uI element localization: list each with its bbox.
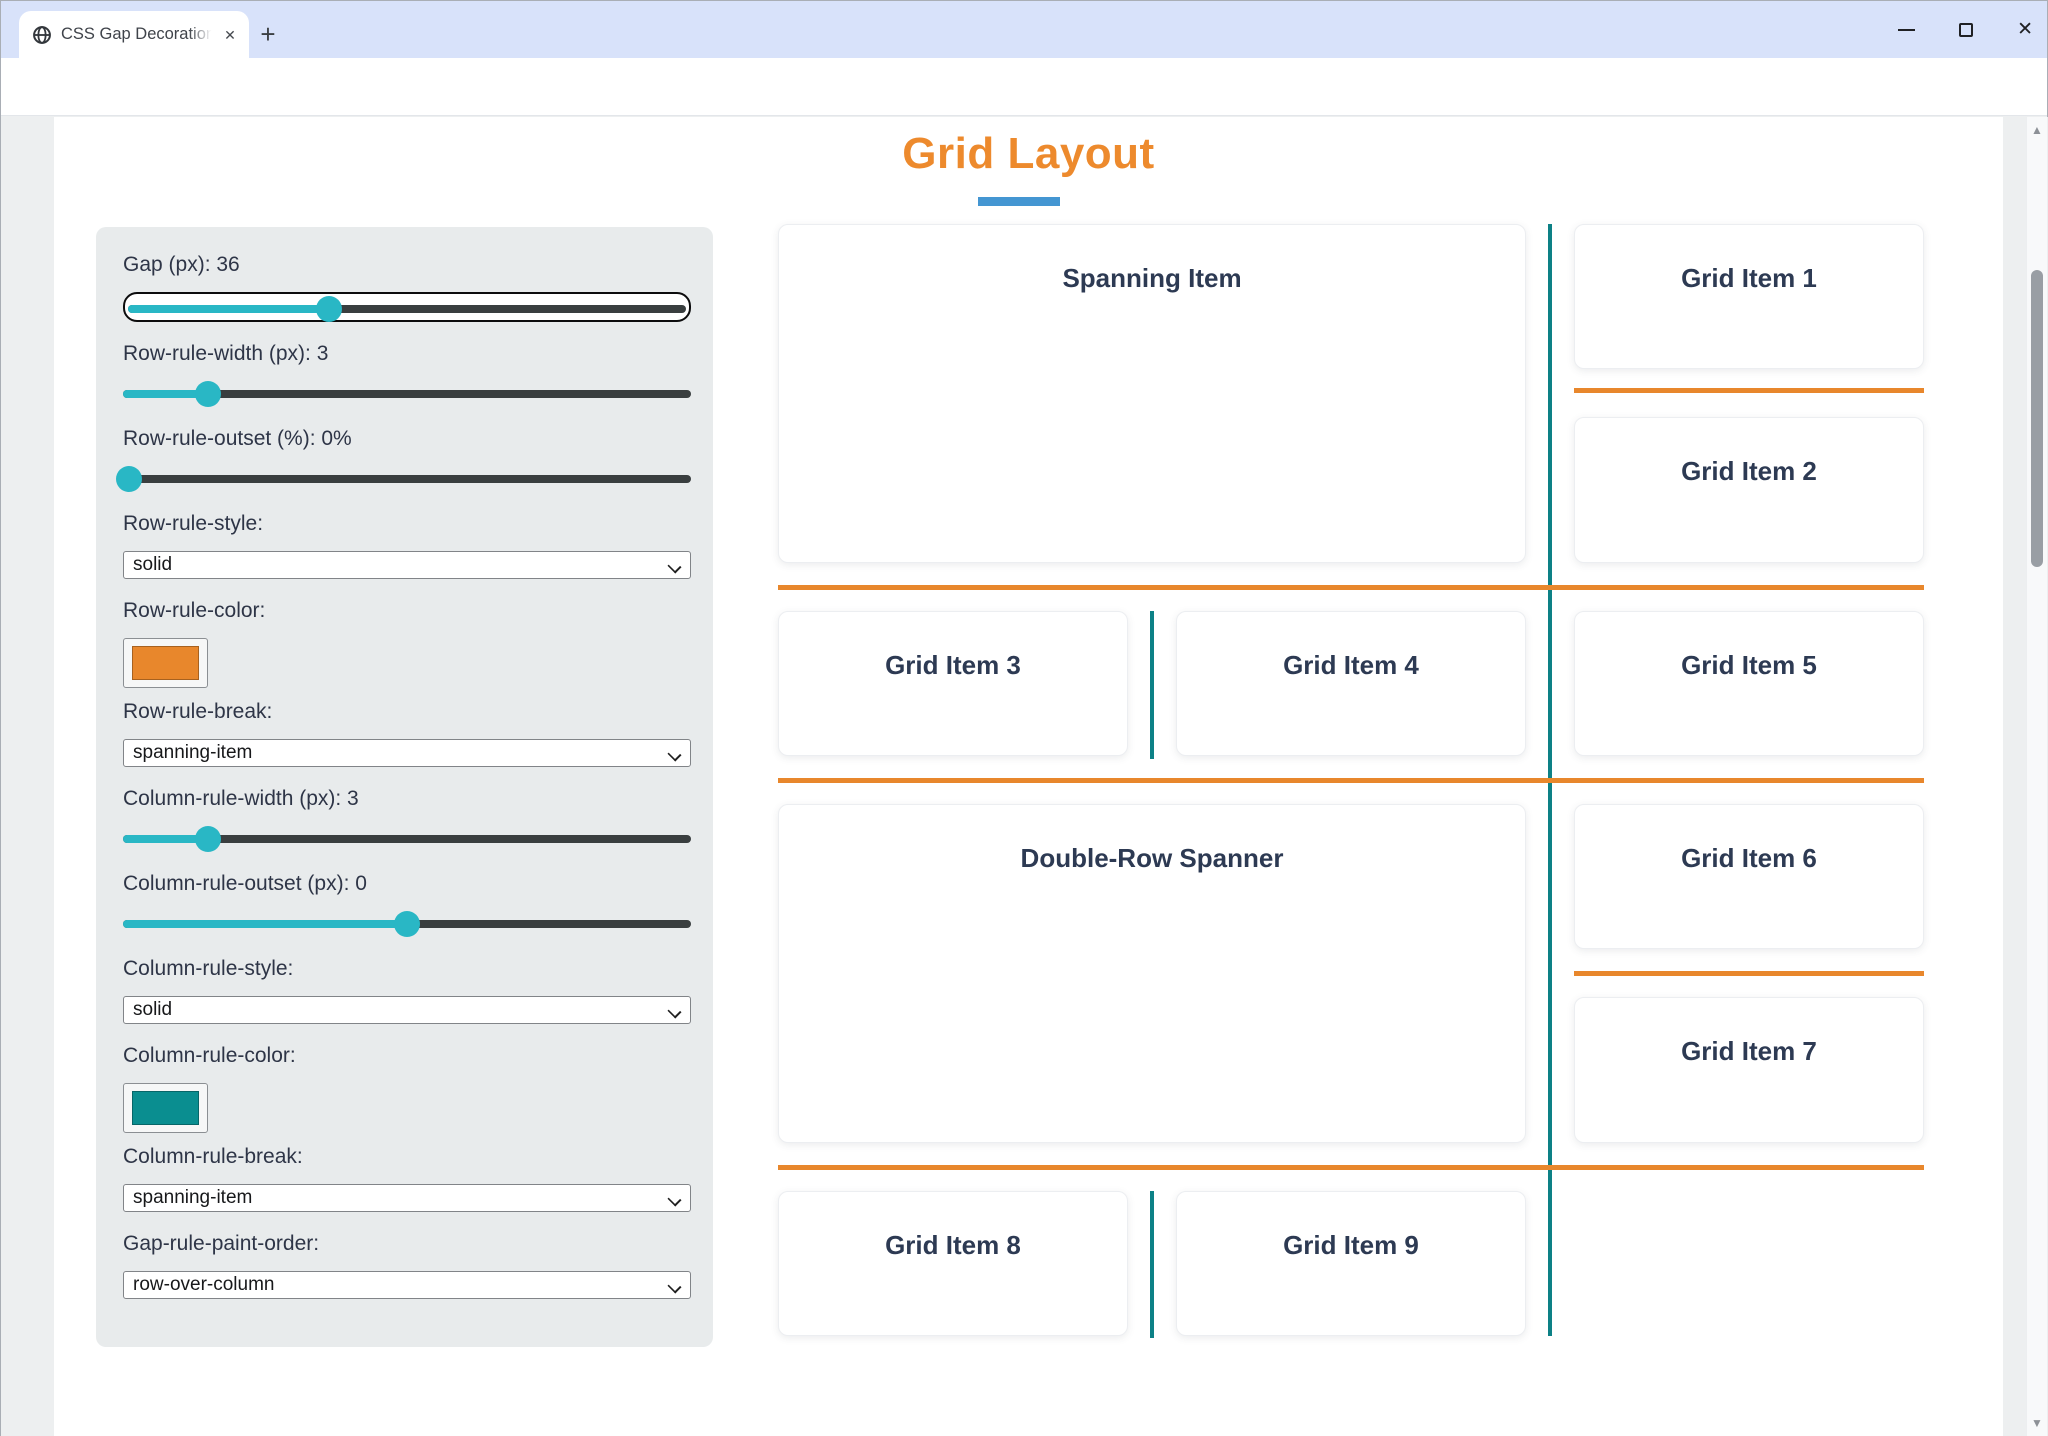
- controls-sidebar: Gap (px): 36 Row-rule-width (px): 3 Row-…: [96, 227, 713, 1347]
- chevron-down-icon: [669, 749, 680, 760]
- column-rule-break-label: Column-rule-break:: [123, 1145, 303, 1168]
- column-rule-color-control: Column-rule-color:: [123, 1044, 691, 1133]
- gap-rule-paint-order-control: Gap-rule-paint-order: row-over-column: [123, 1232, 691, 1299]
- row-rule-outset-label: Row-rule-outset (%): 0%: [123, 427, 352, 450]
- row-rule-outset-control: Row-rule-outset (%): 0%: [115, 427, 691, 492]
- row-rule-style-value: solid: [133, 554, 173, 575]
- row-rule-style-control: Row-rule-style: solid: [123, 512, 691, 579]
- grid-demo: Spanning Item Grid Item 1 Grid Item 2 Gr…: [778, 224, 1924, 1338]
- gap-rule-paint-order-value: row-over-column: [133, 1274, 275, 1295]
- chevron-down-icon: [669, 1281, 680, 1292]
- column-rule-outset-control: Column-rule-outset (px): 0: [123, 872, 691, 937]
- column-rule-color-swatch: [132, 1091, 199, 1125]
- gap-slider-label: Gap (px): 36: [123, 253, 240, 276]
- gap-rule-paint-order-label: Gap-rule-paint-order:: [123, 1232, 320, 1255]
- row-rule-break-value: spanning-item: [133, 742, 253, 763]
- grid-item-2: Grid Item 2: [1574, 417, 1924, 563]
- slider-thumb[interactable]: [195, 826, 222, 852]
- chevron-down-icon: [669, 1194, 680, 1205]
- window-controls: ✕: [1898, 1, 2033, 58]
- tab-title: CSS Gap Decorations playgroun: [61, 25, 219, 43]
- column-rule-outset-label: Column-rule-outset (px): 0: [123, 872, 367, 895]
- row-rule-style-select[interactable]: solid: [123, 551, 691, 579]
- column-rule-outset-slider[interactable]: [123, 911, 691, 937]
- slider-thumb[interactable]: [195, 381, 222, 407]
- row-rule-break-control: Row-rule-break: spanning-item: [123, 700, 691, 767]
- scroll-down-icon[interactable]: ▼: [2031, 1416, 2043, 1430]
- new-tab-button[interactable]: +: [260, 19, 276, 49]
- row-rule-color-control: Row-rule-color:: [123, 599, 691, 688]
- page-title: Grid Layout: [902, 129, 1155, 178]
- column-rule-color-label: Column-rule-color:: [123, 1044, 296, 1067]
- window-close-icon[interactable]: ✕: [2017, 19, 2033, 40]
- scrollbar-thumb[interactable]: [2031, 270, 2043, 567]
- window-minimize-icon[interactable]: [1898, 28, 1916, 31]
- vertical-scrollbar[interactable]: ▲ ▼: [2026, 117, 2047, 1436]
- grid-item-1: Grid Item 1: [1574, 224, 1924, 369]
- grid-item-7: Grid Item 7: [1574, 997, 1924, 1143]
- row-rule-full-c: [778, 1165, 1924, 1170]
- browser-tab[interactable]: CSS Gap Decorations playgroun ✕: [19, 11, 249, 58]
- row-rule-color-swatch: [132, 646, 199, 680]
- gap-slider[interactable]: [123, 292, 691, 322]
- row-rule-color-picker[interactable]: [123, 638, 208, 688]
- title-underline: [977, 197, 1060, 206]
- grid-item-6: Grid Item 6: [1574, 804, 1924, 949]
- gap-slider-control: Gap (px): 36: [123, 253, 691, 322]
- scroll-up-icon[interactable]: ▲: [2031, 123, 2043, 137]
- row-rule-full-a: [778, 585, 1924, 590]
- tab-close-icon[interactable]: ✕: [224, 26, 236, 43]
- gap-rule-paint-order-select[interactable]: row-over-column: [123, 1271, 691, 1299]
- column-rule-color-picker[interactable]: [123, 1083, 208, 1133]
- row-rule-full-b: [778, 778, 1924, 783]
- column-rule-break-value: spanning-item: [133, 1187, 253, 1208]
- column-rule-style-control: Column-rule-style: solid: [123, 957, 691, 1024]
- row-rule-col3-b: [1574, 971, 1924, 976]
- page-main-container: Grid Layout Gap (px): 36 Row-rule-width …: [54, 117, 2003, 1436]
- globe-favicon: [33, 25, 51, 44]
- grid-item-spanning: Spanning Item: [778, 224, 1526, 563]
- row-rule-style-label: Row-rule-style:: [123, 512, 264, 535]
- grid-item-8: Grid Item 8: [778, 1191, 1128, 1336]
- slider-thumb[interactable]: [394, 911, 420, 937]
- row-rule-width-label: Row-rule-width (px): 3: [123, 342, 329, 365]
- column-rule-style-select[interactable]: solid: [123, 996, 691, 1024]
- column-rule-row3: [1150, 611, 1154, 759]
- column-rule-row6: [1150, 1191, 1154, 1338]
- row-rule-break-label: Row-rule-break:: [123, 700, 273, 723]
- browser-tab-strip: CSS Gap Decorations playgroun ✕ + ✕: [1, 1, 2047, 58]
- column-rule-width-slider[interactable]: [123, 826, 691, 852]
- page-viewport: Grid Layout Gap (px): 36 Row-rule-width …: [1, 117, 2048, 1436]
- column-rule-style-value: solid: [133, 999, 173, 1020]
- grid-item-9: Grid Item 9: [1176, 1191, 1526, 1336]
- column-rule-width-label: Column-rule-width (px): 3: [123, 787, 359, 810]
- slider-thumb[interactable]: [315, 296, 342, 322]
- slider-thumb[interactable]: [115, 466, 142, 492]
- chevron-down-icon: [669, 561, 680, 572]
- grid-item-5: Grid Item 5: [1574, 611, 1924, 756]
- row-rule-col3-a: [1574, 388, 1924, 393]
- row-rule-color-label: Row-rule-color:: [123, 599, 266, 622]
- column-rule-break-select[interactable]: spanning-item: [123, 1184, 691, 1212]
- window-maximize-icon[interactable]: [1959, 22, 1974, 37]
- row-rule-width-slider[interactable]: [123, 381, 691, 407]
- grid-item-3: Grid Item 3: [778, 611, 1128, 756]
- chevron-down-icon: [669, 1006, 680, 1017]
- browser-toolbar: ← → ↻ microsoftedge.github.io/Demos/css-…: [1, 58, 2047, 165]
- column-rule-width-control: Column-rule-width (px): 3: [123, 787, 691, 852]
- column-rule-break-control: Column-rule-break: spanning-item: [123, 1145, 691, 1212]
- grid-item-double-row-spanner: Double-Row Spanner: [778, 804, 1526, 1143]
- row-rule-outset-slider[interactable]: [115, 466, 691, 492]
- row-rule-width-control: Row-rule-width (px): 3: [123, 342, 691, 407]
- row-rule-break-select[interactable]: spanning-item: [123, 739, 691, 767]
- column-rule-style-label: Column-rule-style:: [123, 957, 294, 980]
- grid-item-4: Grid Item 4: [1176, 611, 1526, 756]
